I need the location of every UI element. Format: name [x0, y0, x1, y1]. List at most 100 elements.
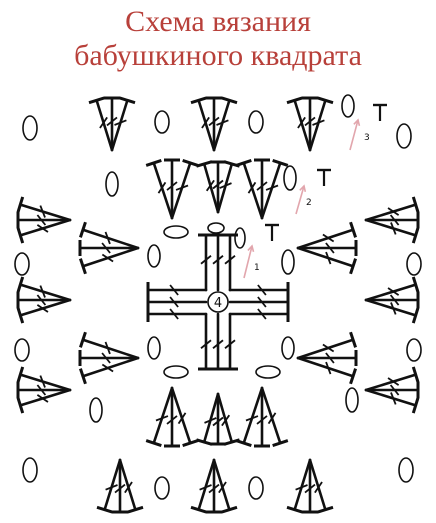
r3-bottom-2-dc-0 — [212, 458, 238, 514]
r2-top-left-dc-1 — [164, 158, 180, 220]
r3-bottom-3-dc-2 — [286, 458, 312, 514]
r2-bottom-right-dc-2 — [235, 386, 264, 447]
r1-horiz-1-0 — [228, 282, 290, 298]
r1-chain-left-top — [147, 244, 161, 268]
r3-bottom-1-dc-0 — [118, 458, 144, 514]
r2-chain-top-mid — [207, 222, 225, 234]
r2-top-mid-dc-0 — [196, 160, 220, 214]
r3-right-2-dc-1 — [364, 292, 420, 308]
r3-chain-top-b — [248, 110, 264, 134]
r2-left-top-dc-0 — [79, 246, 140, 275]
r3-chain-right-b — [406, 338, 422, 362]
join-marker-1 — [265, 223, 279, 241]
r3-left-2-dc-2 — [16, 276, 72, 302]
r3-right-2-dc-0 — [364, 276, 420, 302]
r3-chain-start — [341, 94, 355, 118]
chain-layer — [14, 94, 422, 500]
r3-left-3-dc-0 — [16, 388, 72, 414]
center-ring: 4 — [207, 291, 229, 313]
r2-left-bottom-dc-2 — [79, 331, 140, 360]
r3-right-2-dc-2 — [364, 298, 420, 324]
r3-top-3-dc-2 — [308, 96, 334, 152]
r2-top-mid-dc-2 — [216, 160, 240, 214]
center-ring-circle — [207, 291, 229, 313]
r3-left-2-dc-0 — [16, 298, 72, 324]
r3-bottom-3-dc-1 — [302, 458, 318, 514]
join-marker-2 — [317, 168, 331, 186]
r2-top-mid-dc-1 — [210, 160, 226, 214]
r3-top-3-dc-1 — [302, 96, 318, 152]
r2-bottom-mid-dc-0 — [216, 392, 240, 446]
r2-right-top-dc-2 — [296, 246, 357, 275]
round-label-2: 2 — [306, 198, 312, 208]
r3-left-1-dc-1 — [16, 212, 72, 228]
r2-top-right-dc-2 — [260, 159, 289, 220]
r3-chain-bottom-b — [248, 476, 264, 500]
r3-chain-corner-tr — [396, 123, 412, 149]
center-ring-label: 4 — [214, 296, 222, 311]
r1-horiz-0-1 — [146, 294, 208, 310]
r2-bottom-left-dc-0 — [170, 386, 199, 447]
r2-top-left-dc-2 — [170, 159, 199, 220]
r2-right-bottom-dc-2 — [296, 356, 357, 385]
r3-bottom-1-dc-2 — [96, 458, 122, 514]
round-arrow-3 — [349, 118, 361, 151]
r3-chain-top-a — [154, 110, 170, 134]
r3-bottom-2-dc-2 — [190, 458, 216, 514]
r3-bottom-3-dc-0 — [308, 458, 334, 514]
r1-vert-1-0 — [198, 312, 214, 371]
r3-left-3-dc-1 — [16, 382, 72, 398]
r1-vert-1-2 — [222, 312, 238, 371]
r3-left-1-dc-0 — [16, 218, 72, 244]
r1-horiz-0-0 — [146, 282, 208, 298]
r3-chain-right-a — [406, 252, 422, 276]
r3-bottom-1-dc-1 — [112, 458, 128, 514]
r3-right-3-dc-1 — [364, 382, 420, 398]
title-line-2: бабушкиного квадрата — [74, 39, 362, 72]
r1-chain-top-left — [163, 225, 189, 239]
round-arrows — [243, 118, 361, 279]
r3-top-2-dc-0 — [190, 96, 216, 152]
r2-right-top-dc-0 — [296, 221, 357, 250]
r3-right-3-dc-2 — [364, 388, 420, 414]
r2-right-bottom-dc-0 — [296, 331, 357, 360]
r1-vert-0-0 — [198, 233, 214, 292]
r2-chain-br — [345, 387, 359, 413]
r2-left-bottom-dc-1 — [78, 350, 140, 366]
r3-chain-corner-tl — [22, 115, 38, 141]
r1-chain-bottom-right — [255, 365, 281, 379]
r2-chain-bl — [89, 397, 103, 423]
r1-chain-top-right — [234, 227, 246, 249]
r3-left-3-dc-2 — [16, 366, 72, 392]
r3-top-1-dc-2 — [110, 96, 136, 152]
r1-chain-right — [281, 249, 295, 275]
r1-vert-0-1 — [210, 233, 226, 292]
r3-bottom-2-dc-1 — [206, 458, 222, 514]
r3-right-1-dc-0 — [364, 196, 420, 222]
round-arrow-1 — [243, 244, 255, 279]
r2-top-left-dc-0 — [145, 159, 174, 220]
r2-bottom-right-dc-1 — [254, 386, 270, 448]
r1-chain-left — [147, 336, 161, 360]
r1-horiz-1-2 — [228, 306, 290, 322]
r2-left-top-dc-1 — [78, 240, 140, 256]
r2-bottom-left-dc-1 — [164, 386, 180, 448]
r3-chain-left-a — [14, 252, 30, 276]
r3-top-2-dc-1 — [206, 96, 222, 152]
r3-chain-left-b — [14, 338, 30, 362]
r1-chain-right-bottom — [281, 336, 295, 360]
r1-vert-1-1 — [210, 312, 226, 371]
r3-top-2-dc-2 — [212, 96, 238, 152]
round-label-3: 3 — [364, 133, 370, 143]
r1-horiz-1-1 — [228, 294, 290, 310]
r2-bottom-right-dc-0 — [260, 386, 289, 447]
r2-left-bottom-dc-0 — [79, 356, 140, 385]
r2-chain-tr — [283, 165, 297, 191]
stitch-layer — [16, 96, 420, 514]
join-marker-3 — [373, 103, 387, 121]
r2-bottom-mid-dc-1 — [210, 392, 226, 446]
r3-left-2-dc-1 — [16, 292, 72, 308]
r3-right-1-dc-2 — [364, 218, 420, 244]
